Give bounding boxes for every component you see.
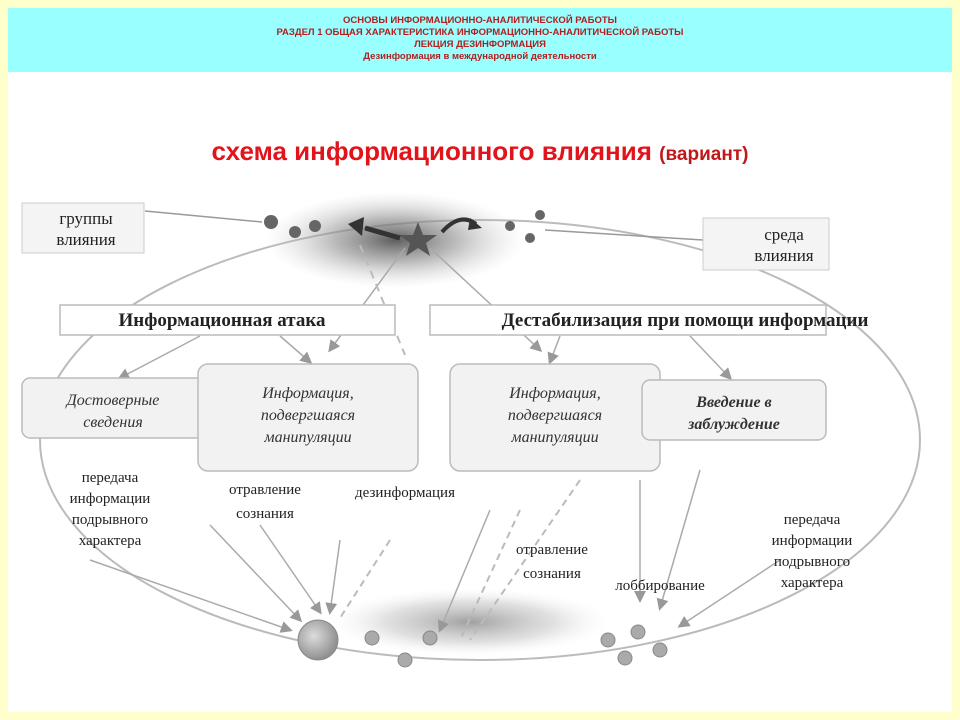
destab-to-box4-line (689, 335, 733, 381)
splash-icon (535, 210, 545, 220)
splash-icon (630, 624, 646, 640)
groups-connector (144, 210, 263, 223)
left-label-line3: подрывного (72, 512, 148, 528)
left-arrow-1 (89, 559, 293, 633)
box2-line3: манипуляции (263, 429, 351, 446)
manipulated-info-box-left (197, 363, 419, 472)
splash-icon (289, 226, 301, 238)
splash-icon (422, 630, 438, 646)
left-arrow-2 (209, 524, 303, 623)
dashed-line (469, 479, 581, 641)
attack-bar (59, 304, 396, 336)
splash-icon (652, 642, 668, 658)
right-subversive-label: передача информации подрывного характера (772, 512, 853, 591)
box3-line1: Информация, (508, 385, 601, 402)
splash-icon (397, 652, 413, 668)
destab-to-box3-line (547, 335, 561, 365)
env-connector (544, 229, 704, 241)
attack-label: Информационная атака (118, 310, 326, 331)
star-left-arrowhead-icon (348, 217, 364, 236)
poison2-line1: отравление (516, 542, 588, 558)
poison-right-label: отравление сознания (516, 542, 588, 582)
right-label-line3: подрывного (774, 554, 850, 570)
left-subversive-label: передача информации подрывного характера (70, 470, 151, 549)
box3-line2: подвергшаяся (508, 407, 602, 424)
right-arrow-3 (677, 559, 781, 628)
attack-to-box2-line (279, 335, 313, 364)
groups-label-line1: группы (59, 209, 113, 228)
header-course-title: ОСНОВЫ ИНФОРМАЦИОННО-АНАЛИТИЧЕСКОЙ РАБОТ… (343, 15, 617, 26)
right-label-line1: передача (784, 512, 841, 528)
slide-header: ОСНОВЫ ИНФОРМАЦИОННО-АНАЛИТИЧЕСКОЙ РАБОТ… (8, 8, 952, 72)
target-splashes (364, 624, 668, 668)
page-title: схема информационного влияния (вариант) (0, 136, 960, 167)
bottom-cloud (330, 588, 610, 656)
dashed-line (359, 244, 406, 356)
groups-box (21, 202, 145, 254)
influence-groups-splashes (264, 210, 545, 243)
splash-icon (525, 233, 535, 243)
left-label-line2: информации (70, 491, 151, 507)
splash-icon (364, 630, 380, 646)
title-sub: (вариант) (659, 144, 749, 165)
header-section-title: РАЗДЕЛ 1 ОБЩАЯ ХАРАКТЕРИСТИКА ИНФОРМАЦИО… (276, 27, 684, 38)
star-icon (399, 222, 437, 256)
right-label-line2: информации (772, 533, 853, 549)
splash-icon (505, 221, 515, 231)
poison2-line2: сознания (523, 566, 581, 582)
env-box (702, 217, 830, 271)
lobby-label: лоббирование (615, 578, 705, 594)
splash-icon (600, 632, 616, 648)
splash-icon (264, 215, 278, 229)
box2-line2: подвергшаяся (261, 407, 355, 424)
left-label-line1: передача (82, 470, 139, 486)
right-label-line4: характера (781, 575, 844, 591)
poison1-line1: отравление (229, 482, 301, 498)
star-left-arrow (364, 225, 401, 241)
box3-line3: манипуляции (510, 429, 598, 446)
top-cloud (265, 192, 525, 288)
groups-label-line2: влияния (56, 230, 115, 249)
disinfo-label: дезинформация (355, 485, 455, 501)
env-label-line2: влияния (754, 246, 813, 265)
left-label-line4: характера (79, 533, 142, 549)
right-arrow-2 (656, 469, 701, 611)
poison1-line2: сознания (236, 506, 294, 522)
box4-line2: заблуждение (687, 416, 780, 433)
env-label-line1: среда (764, 225, 804, 244)
box4-line1: Введение в (695, 394, 771, 411)
left-arrow-3 (259, 524, 322, 615)
left-arrow-4 (325, 539, 341, 615)
splash-icon (309, 220, 321, 232)
header-topic: Дезинформация в международной деятельнос… (363, 51, 597, 62)
box1-line1: Достоверные (65, 392, 160, 409)
splash-icon (617, 650, 633, 666)
title-main: схема информационного влияния (211, 136, 652, 166)
target-ball (297, 619, 339, 661)
destab-bar (429, 304, 827, 336)
box1-line2: сведения (83, 414, 143, 431)
header-lecture-title: ЛЕКЦИЯ ДЕЗИНФОРМАЦИЯ (414, 39, 546, 50)
mid-arrow-1 (437, 509, 491, 633)
destab-label: Дестабилизация при помощи информации (502, 310, 869, 331)
box2-line1: Информация, (261, 385, 354, 402)
dashed-line (339, 539, 391, 619)
attack-to-box1-line (117, 335, 201, 380)
poison-left-label: отравление сознания (229, 482, 301, 522)
misleading-box (641, 379, 827, 441)
star-right-arrowhead-icon (468, 218, 482, 230)
